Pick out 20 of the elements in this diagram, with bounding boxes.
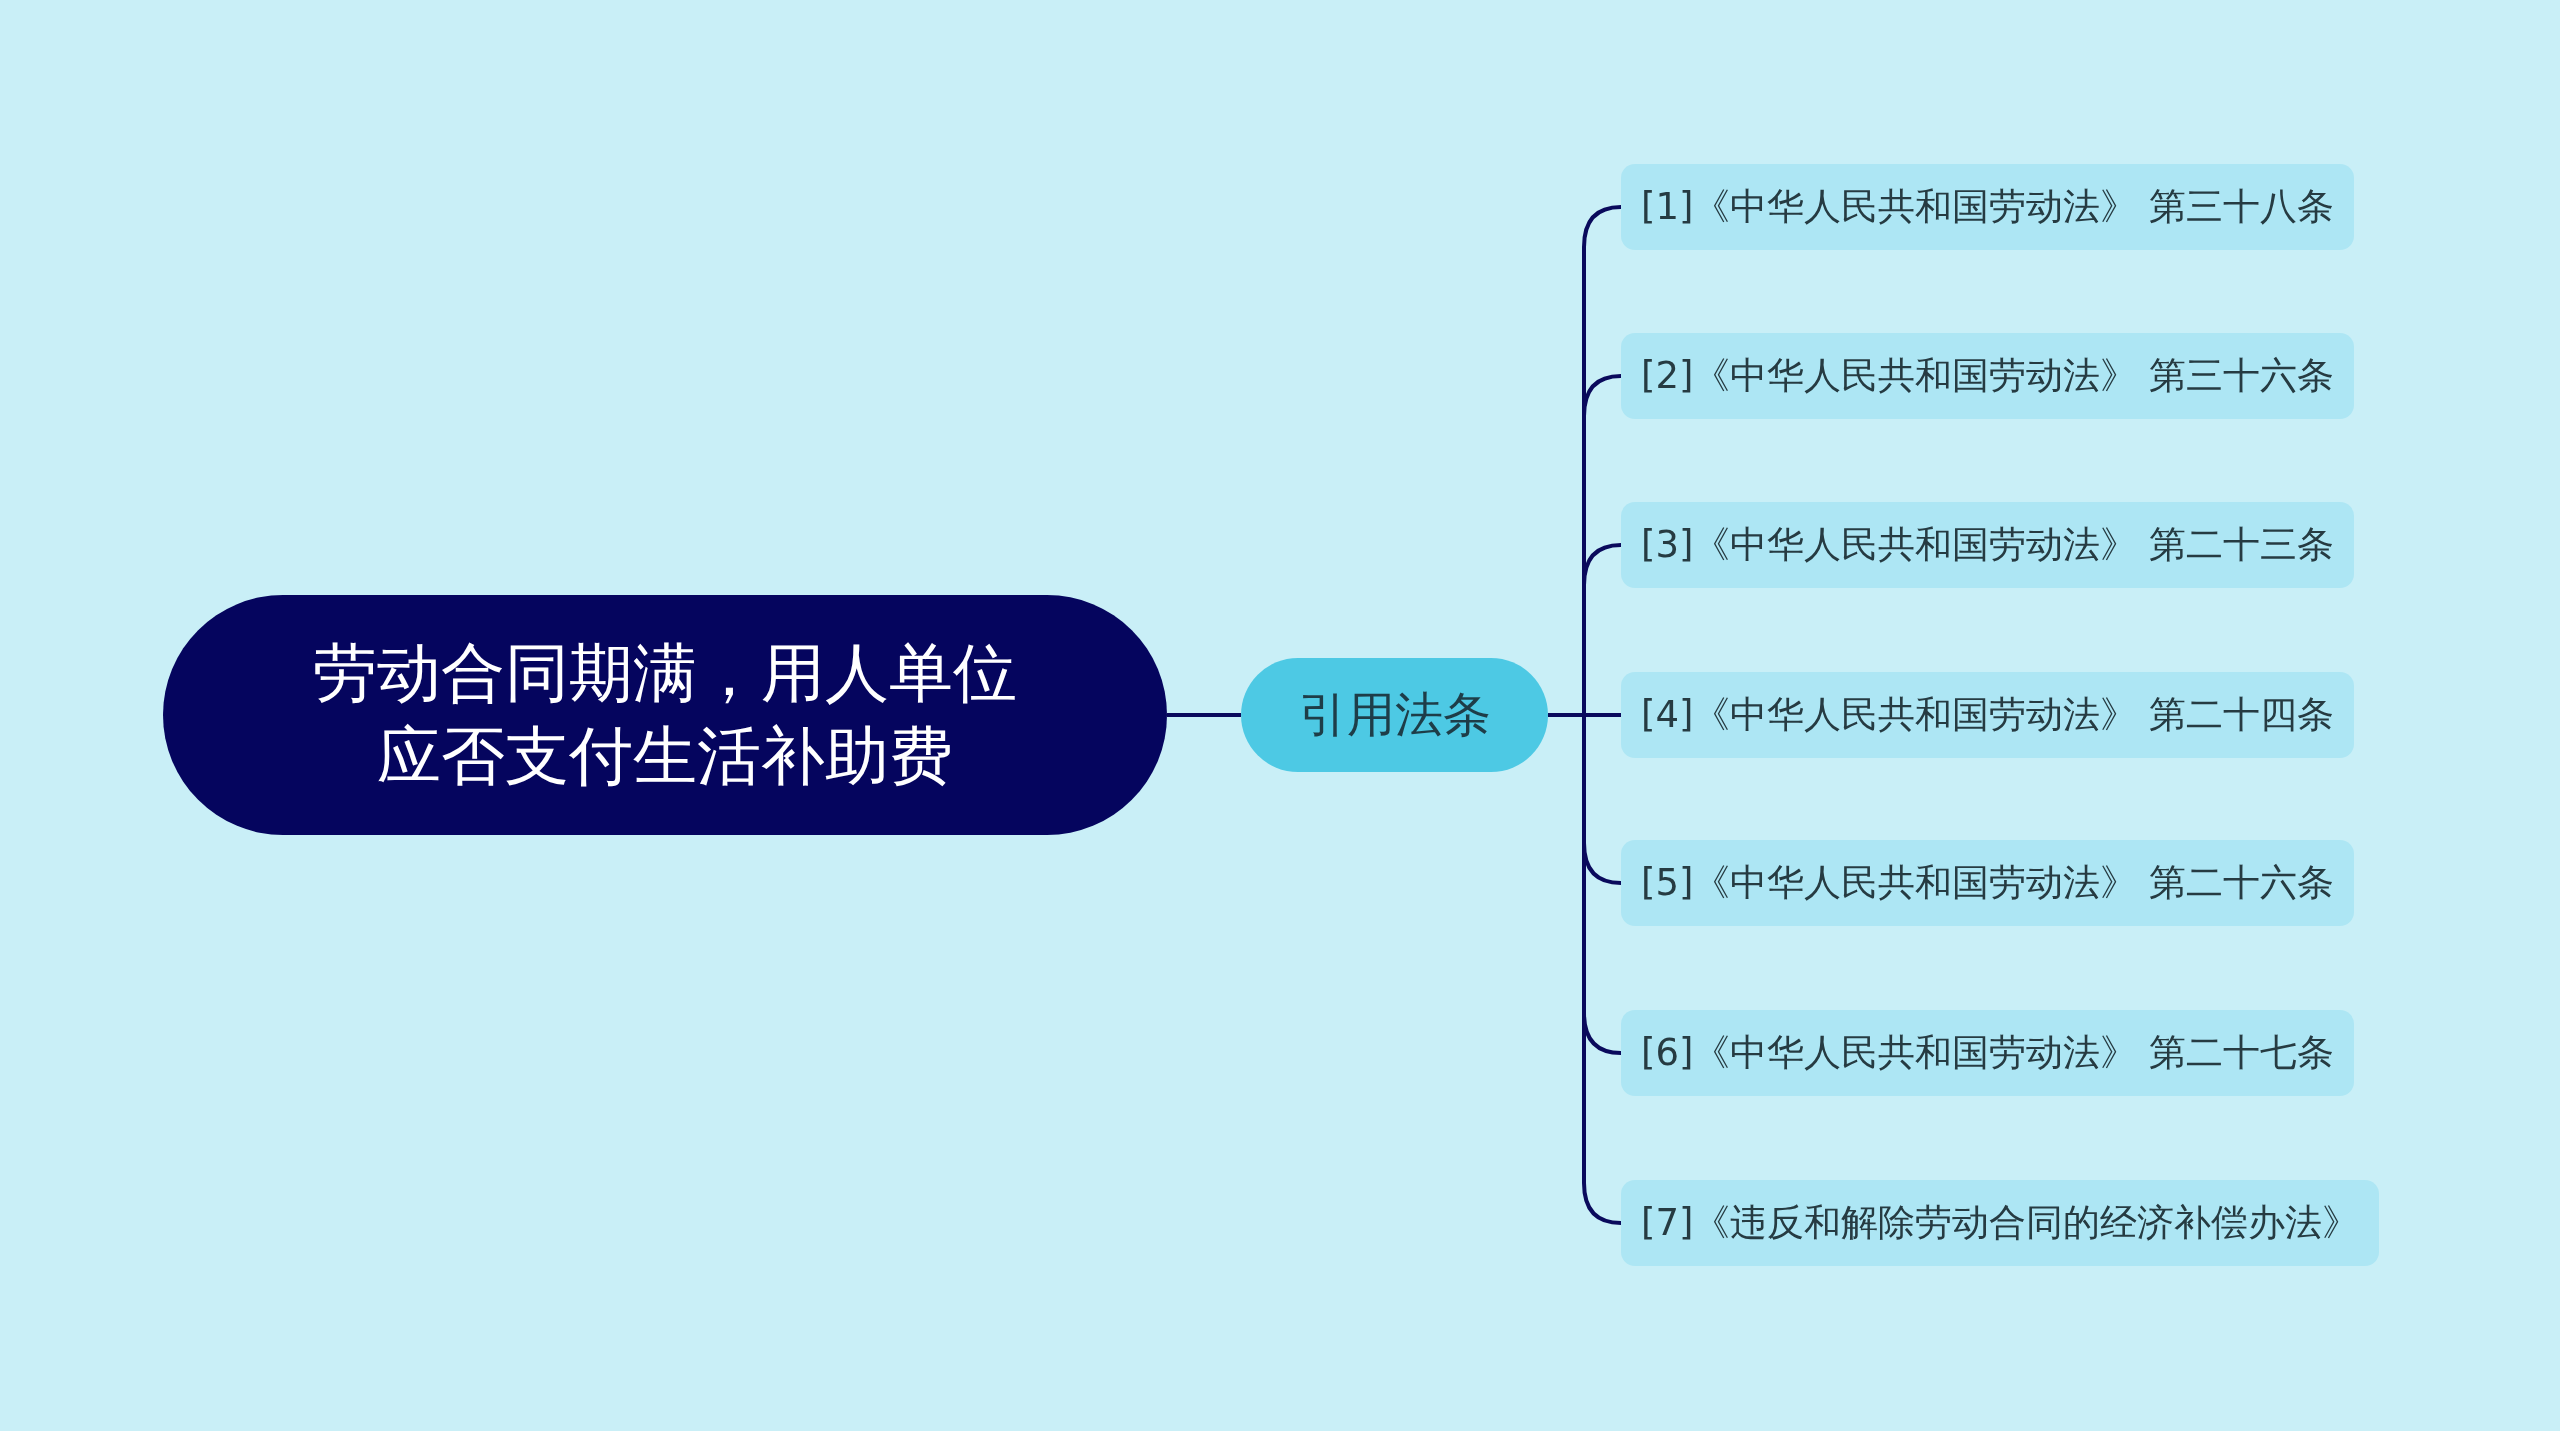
citation-text: [6]《中华人民共和国劳动法》 第二十七条 [1641,1030,2335,1076]
citation-box [1621,672,2355,758]
citation-box [1621,164,2355,250]
citation-text: [2]《中华人民共和国劳动法》 第三十六条 [1641,353,2335,399]
connector-branch [1582,1182,1622,1225]
citation-box [1621,333,2355,419]
central-topic-title: 劳动合同期满，用人单位应否支付生活补助费 [312,634,1018,795]
citation-box [1621,840,2355,926]
citation-text: [3]《中华人民共和国劳动法》 第二十三条 [1641,522,2335,568]
subtopic-title: 引用法条 [1298,686,1491,744]
citation-text: [5]《中华人民共和国劳动法》 第二十六条 [1641,860,2335,906]
citation-text: [7]《违反和解除劳动合同的经济补偿办法》 [1641,1200,2360,1246]
citation-box [1621,502,2355,588]
citation-text: [4]《中华人民共和国劳动法》 第二十四条 [1641,692,2335,738]
citation-box [1621,1010,2355,1096]
citation-box [1621,1180,2380,1266]
connector-line [1167,713,1241,717]
citation-text: [1]《中华人民共和国劳动法》 第三十八条 [1641,184,2335,230]
connector-branch [1582,205,1622,248]
connector-branch [1584,713,1621,717]
